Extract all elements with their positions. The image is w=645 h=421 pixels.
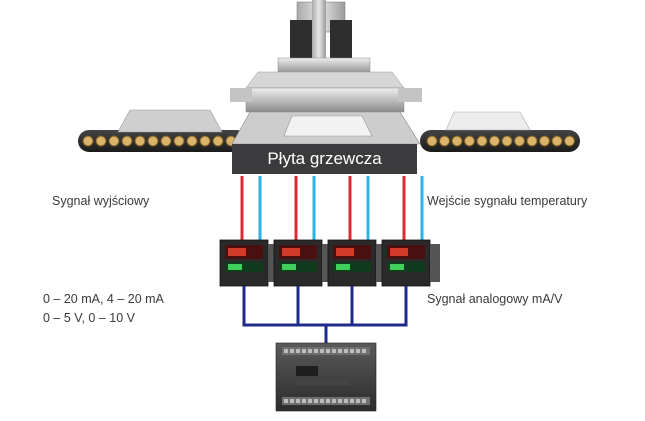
plc-terminal: [284, 349, 288, 353]
conveyor-roller: [551, 135, 563, 147]
plc-terminal: [314, 349, 318, 353]
conveyor-roller: [564, 135, 575, 147]
temperature-controller: [219, 239, 278, 287]
heating-plate-label: Płyta grzewcza: [267, 149, 382, 168]
conveyor-left: [78, 109, 248, 152]
conveyor-roller: [426, 135, 438, 147]
plc-unit: [275, 342, 377, 412]
plc-terminal: [326, 399, 330, 403]
plc-terminal: [326, 349, 330, 353]
conveyor-roller: [82, 135, 94, 147]
conveyor-roller: [489, 135, 500, 147]
conveyor-roller: [108, 135, 120, 147]
plc-terminal: [338, 349, 342, 353]
heating-plate: [231, 111, 421, 174]
conveyor-roller: [121, 135, 133, 147]
plc-terminal: [320, 349, 324, 353]
analog-signal-label: Sygnał analogowy mA/V: [427, 292, 563, 306]
temperature-controller: [327, 239, 386, 287]
press-frame: [230, 71, 422, 113]
conveyor-roller: [95, 135, 107, 147]
plc-terminal: [356, 349, 360, 353]
conveyor-roller: [464, 135, 475, 147]
temperature-input-label: Wejście sygnału temperatury: [427, 194, 588, 208]
conveyor-roller: [539, 135, 550, 147]
plc-terminal: [338, 399, 342, 403]
conveyor-roller: [212, 135, 224, 147]
plc-terminal: [308, 349, 312, 353]
plc-terminal: [350, 399, 354, 403]
plc-terminal: [344, 349, 348, 353]
output-signal-label: Sygnał wyjściowy: [52, 194, 150, 208]
plc-terminal: [362, 349, 366, 353]
conveyor-roller: [199, 135, 211, 147]
plc-terminal: [332, 399, 336, 403]
plc-terminal: [302, 399, 306, 403]
plc-terminal: [290, 349, 294, 353]
analog-ranges-current-label: 0 – 20 mA, 4 – 20 mA: [43, 292, 164, 306]
conveyor-roller: [173, 135, 185, 147]
plc-terminal: [284, 399, 288, 403]
temperature-controller: [381, 239, 440, 287]
conveyor-roller: [476, 135, 488, 147]
plc-terminal: [296, 349, 300, 353]
plc-terminal: [344, 399, 348, 403]
conveyor-roller: [526, 135, 538, 147]
conveyor-roller: [439, 135, 450, 147]
plc-terminal: [302, 349, 306, 353]
plc-terminal: [296, 399, 300, 403]
conveyor-roller: [514, 135, 525, 147]
plc-terminal: [350, 349, 354, 353]
conveyor-roller: [147, 135, 159, 147]
plc-terminal: [314, 399, 318, 403]
plc-terminal: [308, 399, 312, 403]
temperature-controller: [273, 239, 332, 287]
plc-terminal: [356, 399, 360, 403]
conveyor-roller: [134, 135, 146, 147]
conveyor-roller: [451, 135, 463, 147]
press-actuator: [277, 0, 371, 75]
plc-terminal: [362, 399, 366, 403]
conveyor-right: [420, 111, 580, 152]
plc-terminal: [332, 349, 336, 353]
plc-terminal: [290, 399, 294, 403]
conveyor-roller: [186, 135, 198, 147]
conveyor-roller: [160, 135, 172, 147]
plc-terminal: [320, 399, 324, 403]
conveyor-roller: [501, 135, 513, 147]
analog-ranges-voltage-label: 0 – 5 V, 0 – 10 V: [43, 311, 135, 325]
